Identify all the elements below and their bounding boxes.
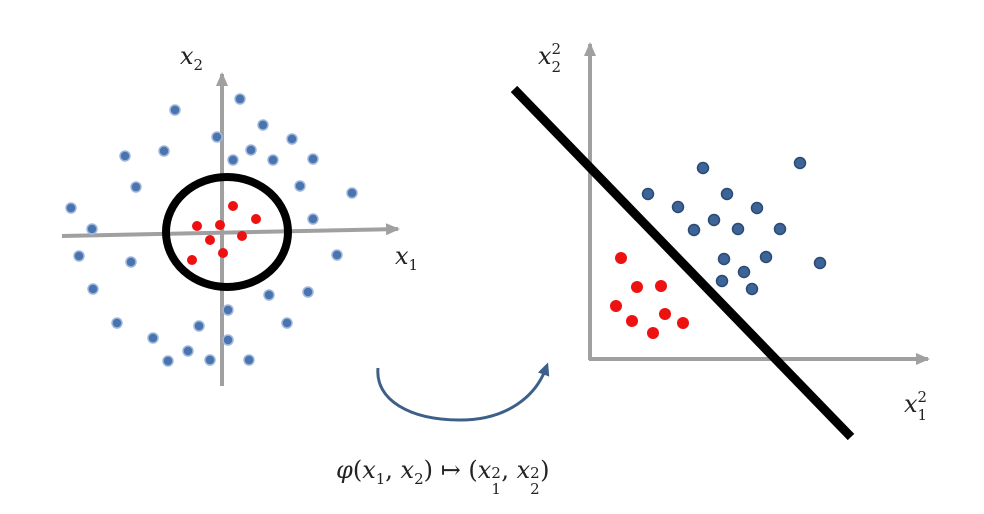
right-red-point-3 [610,300,622,312]
right-red-point-7 [647,327,659,339]
left-blue-point-7 [245,144,257,156]
left-blue-point-23 [222,304,234,316]
right-blue-points [641,156,827,296]
left-blue-point-2 [211,131,223,143]
left-blue-point-3 [257,119,269,131]
left-blue-point-8 [227,154,239,166]
left-blue-point-24 [111,317,123,329]
left-blue-point-13 [346,187,358,199]
right-red-point-0 [615,252,627,264]
left-red-point-6 [218,248,228,258]
right-red-point-5 [626,315,638,327]
mapping-arrow [376,362,550,422]
linear-separator [510,85,855,441]
left-blue-point-26 [281,317,293,329]
left-blue-point-30 [162,355,174,367]
left-blue-point-0 [169,104,181,116]
right-blue-point-12 [737,265,751,279]
left-blue-point-16 [307,213,319,225]
left-blue-point-10 [307,153,319,165]
left-blue-point-18 [125,256,137,268]
left-blue-point-12 [294,180,306,192]
left-blue-point-28 [222,334,234,346]
left-red-point-2 [192,221,202,231]
left-x-axis [61,223,400,238]
right-blue-point-1 [793,156,807,170]
right-blue-point-8 [731,222,745,236]
left-blue-point-17 [73,250,85,262]
left-blue-point-19 [331,249,343,261]
left-blue-point-4 [286,133,298,145]
right-blue-point-0 [696,161,710,175]
right-red-points [610,252,689,339]
left-blue-point-5 [158,145,170,157]
left-blue-point-1 [234,93,246,105]
right-blue-point-7 [687,223,701,237]
left-red-point-4 [205,235,215,245]
left-blue-points [65,93,358,367]
right-blue-point-6 [707,213,721,227]
left-blue-point-14 [65,202,77,214]
left-red-point-0 [228,201,238,211]
right-blue-point-9 [773,222,787,236]
left-blue-point-32 [243,354,255,366]
right-blue-point-3 [720,187,734,201]
right-red-point-2 [655,280,667,292]
left-x-axis-label: x1 [395,242,419,274]
right-red-point-1 [631,281,643,293]
right-red-point-4 [659,308,671,320]
left-blue-point-11 [130,181,142,193]
right-red-point-6 [677,317,689,329]
right-blue-point-5 [750,201,764,215]
left-blue-point-15 [86,223,98,235]
right-blue-point-14 [715,274,729,288]
left-red-point-5 [237,231,247,241]
left-red-points [187,201,261,265]
right-blue-point-15 [745,282,759,296]
left-red-point-3 [215,220,225,230]
right-blue-point-4 [671,200,685,214]
left-blue-point-25 [193,320,205,332]
circular-decision-boundary [162,173,292,291]
left-red-point-1 [251,214,261,224]
left-blue-point-6 [119,150,131,162]
left-blue-point-21 [263,289,275,301]
left-blue-point-29 [182,345,194,357]
right-blue-point-2 [641,187,655,201]
left-blue-point-22 [302,286,314,298]
right-blue-point-11 [759,250,773,264]
left-blue-point-9 [267,154,279,166]
left-blue-point-27 [147,332,159,344]
left-y-axis-label: x2 [180,42,204,74]
left-blue-point-20 [87,283,99,295]
right-blue-point-13 [813,256,827,270]
left-red-point-7 [187,255,197,265]
right-blue-point-10 [717,252,731,266]
left-blue-point-31 [204,354,216,366]
